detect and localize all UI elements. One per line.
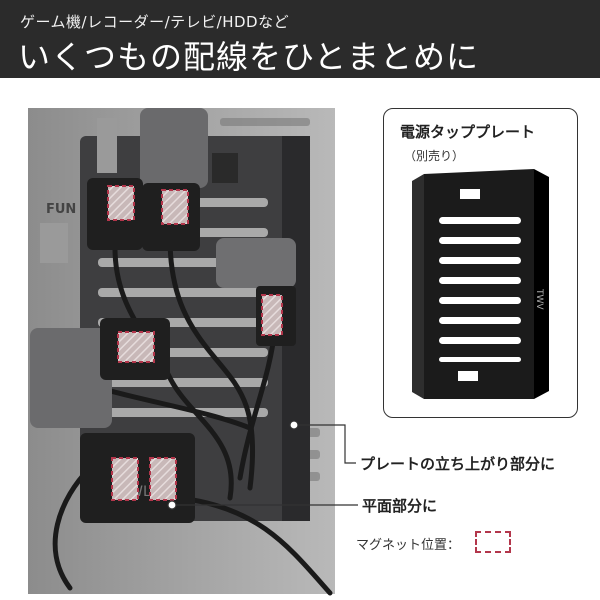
adapter-left-large: [30, 328, 112, 428]
header-subtitle: ゲーム機/レコーダー/テレビ/HDDなど: [20, 13, 290, 31]
plate-illustration: TWV: [412, 169, 549, 399]
adapter-top: [140, 108, 208, 188]
plate-logo-text: TWV: [534, 288, 544, 310]
header-banner: ゲーム機/レコーダー/テレビ/HDDなど いくつもの配線をひとまとめに: [0, 0, 600, 78]
header-title: いくつもの配線をひとまとめに: [18, 38, 480, 76]
product-card: 電源タッププレート （別売り） TWV: [383, 108, 578, 418]
magnet-markers: [107, 185, 283, 501]
magnet-legend-label: マグネット位置：: [356, 538, 461, 553]
tv-brand-text: FUN: [46, 202, 76, 217]
product-note: （別売り）: [404, 149, 465, 163]
adapter-right: [216, 238, 296, 288]
product-name: 電源タッププレート: [400, 123, 536, 141]
callout-raised-part: プレートの立ち上がり部分に: [360, 455, 556, 473]
callout-flat-part: 平面部分に: [362, 497, 438, 515]
magnet-legend-swatch: [475, 531, 511, 553]
